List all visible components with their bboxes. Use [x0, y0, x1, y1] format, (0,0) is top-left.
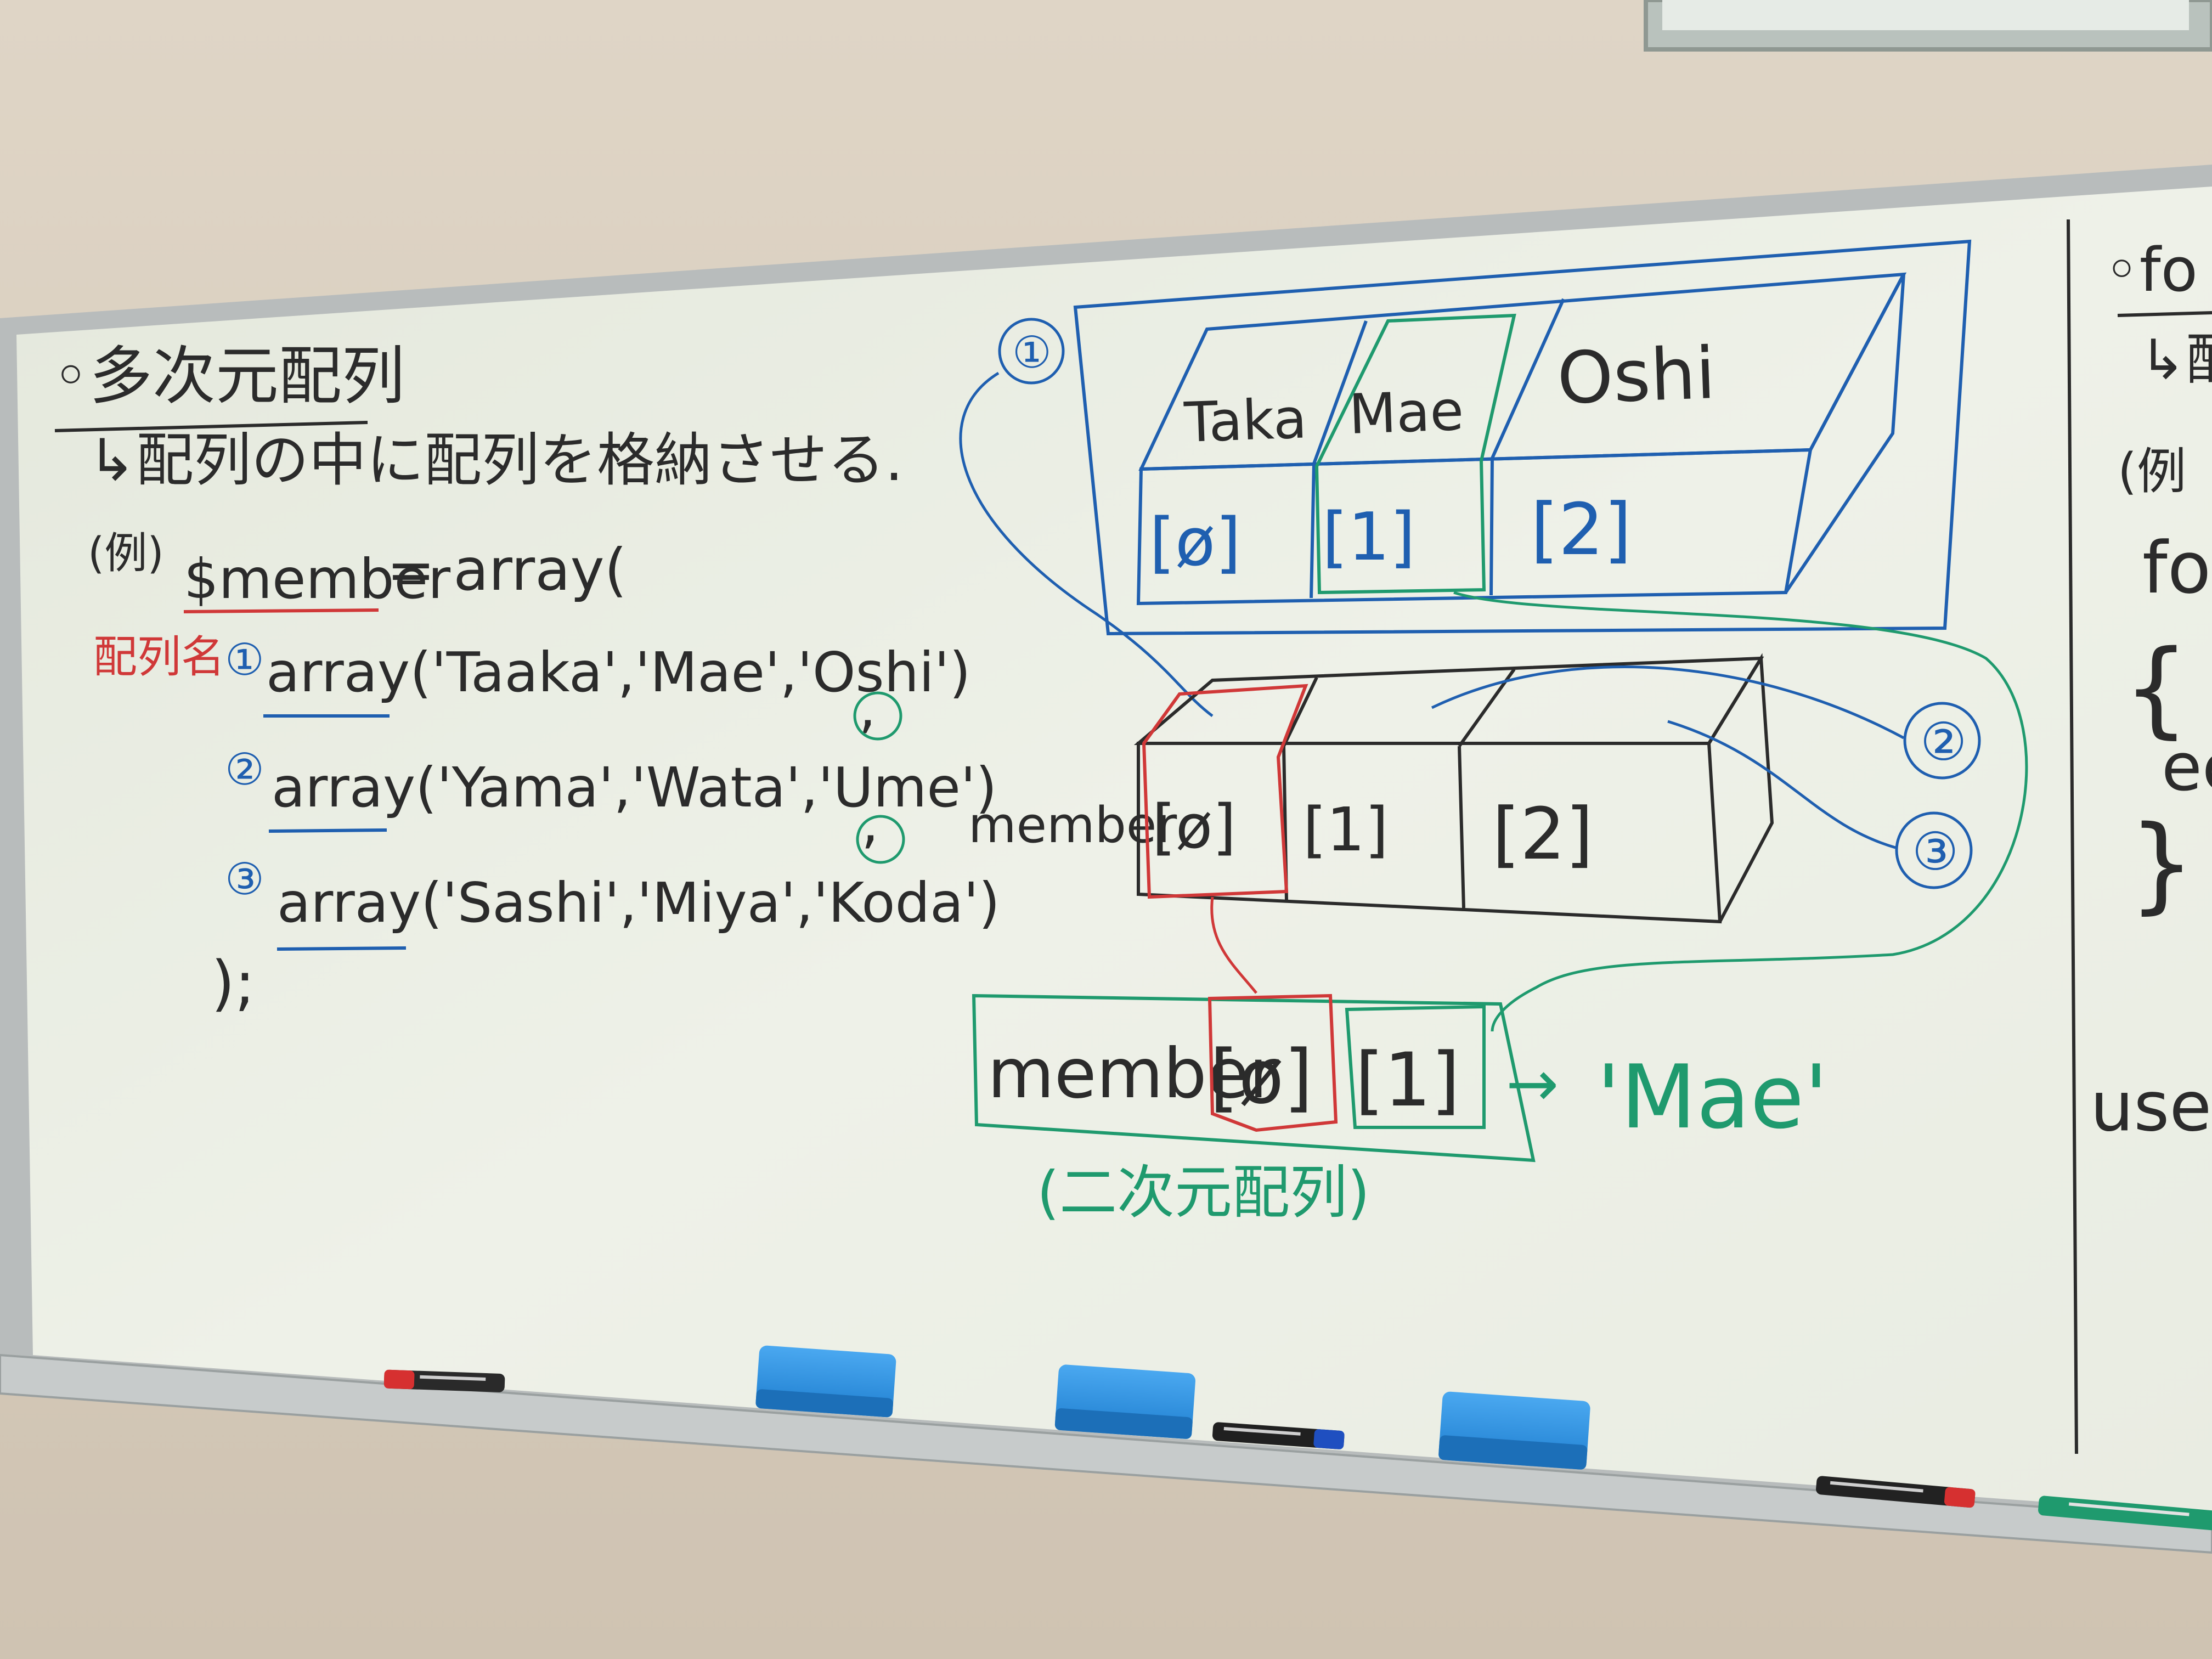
access-index-2-highlight — [1345, 1005, 1486, 1129]
notes-closing: ); — [211, 948, 255, 1018]
inner-index-0: [ø] — [1149, 505, 1241, 581]
green-marker — [2038, 1496, 2212, 1531]
wall-frame-inner — [1662, 0, 2189, 30]
right-line1: fo — [2142, 526, 2211, 610]
declaration-rest: = array( — [387, 537, 627, 603]
inner-index-1: [1] — [1322, 499, 1415, 575]
access-caption: (二次元配列) — [1037, 1159, 1370, 1226]
red-marker — [383, 1369, 505, 1392]
row-code-1: array('Taaka','Mae','Oshi') — [266, 640, 970, 704]
access-arrow: → — [1506, 1047, 1559, 1121]
inner-to-outer-connector — [959, 371, 1214, 717]
access-index-1: [ø] — [1210, 1034, 1313, 1120]
inner-value-2: Oshi — [1556, 331, 1717, 420]
row-comma-circle-1 — [853, 691, 902, 741]
notes-subtitle: ↳配列の中に配列を格納させる. — [88, 427, 903, 494]
row-code-2: array('Yama','Wata','Ume') — [272, 755, 997, 820]
declaration-var-underline — [183, 608, 379, 613]
access-result: 'Mae' — [1596, 1046, 1829, 1148]
inner-value-0: Taka — [1183, 386, 1308, 455]
red-marker-right — [1816, 1476, 1976, 1508]
blue-marker — [1212, 1422, 1345, 1449]
right-line2: ec — [2162, 730, 2212, 806]
access-index-1-highlight — [1207, 994, 1338, 1132]
row-code-3: array('Sashi','Miya','Koda') — [277, 871, 1000, 935]
eraser-2[interactable] — [1054, 1364, 1196, 1439]
access-outline — [972, 994, 1536, 1163]
row-underline-2 — [268, 828, 387, 833]
row-comma-1: , — [859, 676, 876, 740]
right-title: ◦fo — [2104, 235, 2198, 305]
row-marker-1: ① — [225, 634, 264, 685]
right-line3: users — [2090, 1067, 2212, 1147]
right-brace-close: } — [2129, 803, 2195, 924]
outer-box-side — [1707, 653, 1774, 923]
tray-items — [383, 1345, 2212, 1531]
left-notes: ◦多次元配列 ↳配列の中に配列を格納させる. (例) $member = arr… — [52, 340, 1000, 1018]
declaration-var: $member — [184, 547, 451, 611]
outer-index-1: [1] — [1303, 794, 1389, 865]
marker-tray — [0, 1353, 2212, 1554]
inner-value-1: Mae — [1348, 379, 1465, 447]
row-marker-3: ③ — [225, 854, 264, 905]
right-panel: ◦fo ↳配 (例 fo { ec } users — [2090, 235, 2212, 1147]
right-brace-open: { — [2123, 628, 2190, 749]
inner-array-diagram: ① Taka Mae Oshi [ø] [1] [2] — [959, 239, 1972, 717]
outer-index-2: [2] — [1492, 792, 1593, 876]
notes-title: ◦多次元配列 — [52, 340, 405, 413]
outer-marker-circle-2 — [1903, 702, 1981, 780]
outer-marker-2: ② — [1920, 712, 1967, 772]
access-index-2: [1] — [1355, 1037, 1460, 1123]
row-underline-3 — [276, 946, 407, 951]
title-underline — [54, 421, 368, 432]
right-example-label: (例 — [2118, 443, 2186, 500]
outer-label: member — [968, 797, 1177, 854]
right-subtitle: ↳配 — [2140, 328, 2212, 392]
whiteboard-surface — [16, 187, 2212, 1514]
outer-highlight-0 — [1142, 684, 1308, 899]
row-marker-2: ② — [225, 744, 264, 795]
outer-array-diagram: member [ø] [1] [2] ② ③ — [968, 591, 2028, 1032]
green-connector — [1453, 591, 2028, 1032]
eraser-3[interactable] — [1438, 1391, 1590, 1470]
outer-marker-3: ③ — [1912, 822, 1959, 882]
inner-highlight-mae — [1314, 313, 1516, 595]
outer-marker-circle-3 — [1895, 811, 1973, 889]
inner-box-side — [1784, 273, 1905, 594]
marker-3-connector — [1667, 720, 1896, 849]
right-title-underline — [2117, 311, 2212, 317]
marker-2-connector — [1431, 665, 1905, 740]
eraser-1[interactable] — [755, 1345, 896, 1418]
access-expression: member [ø] [1] → 'Mae' (二次元配列) — [972, 994, 1829, 1226]
outer-index-0: [ø] — [1152, 792, 1236, 862]
red-connector — [1210, 896, 1257, 994]
inner-index-2: [2] — [1531, 488, 1632, 571]
access-name: member — [988, 1034, 1278, 1114]
inner-marker-circle — [998, 318, 1065, 385]
array-name-note: 配列名 — [93, 631, 225, 682]
inner-divider-1 — [1310, 320, 1368, 599]
inner-divider-2 — [1489, 298, 1565, 596]
inner-array-outline — [1073, 239, 1972, 636]
panel-divider — [2067, 219, 2078, 1454]
example-label: (例) — [88, 529, 164, 578]
row-comma-circle-2 — [856, 815, 905, 864]
inner-marker: ① — [1012, 327, 1052, 378]
